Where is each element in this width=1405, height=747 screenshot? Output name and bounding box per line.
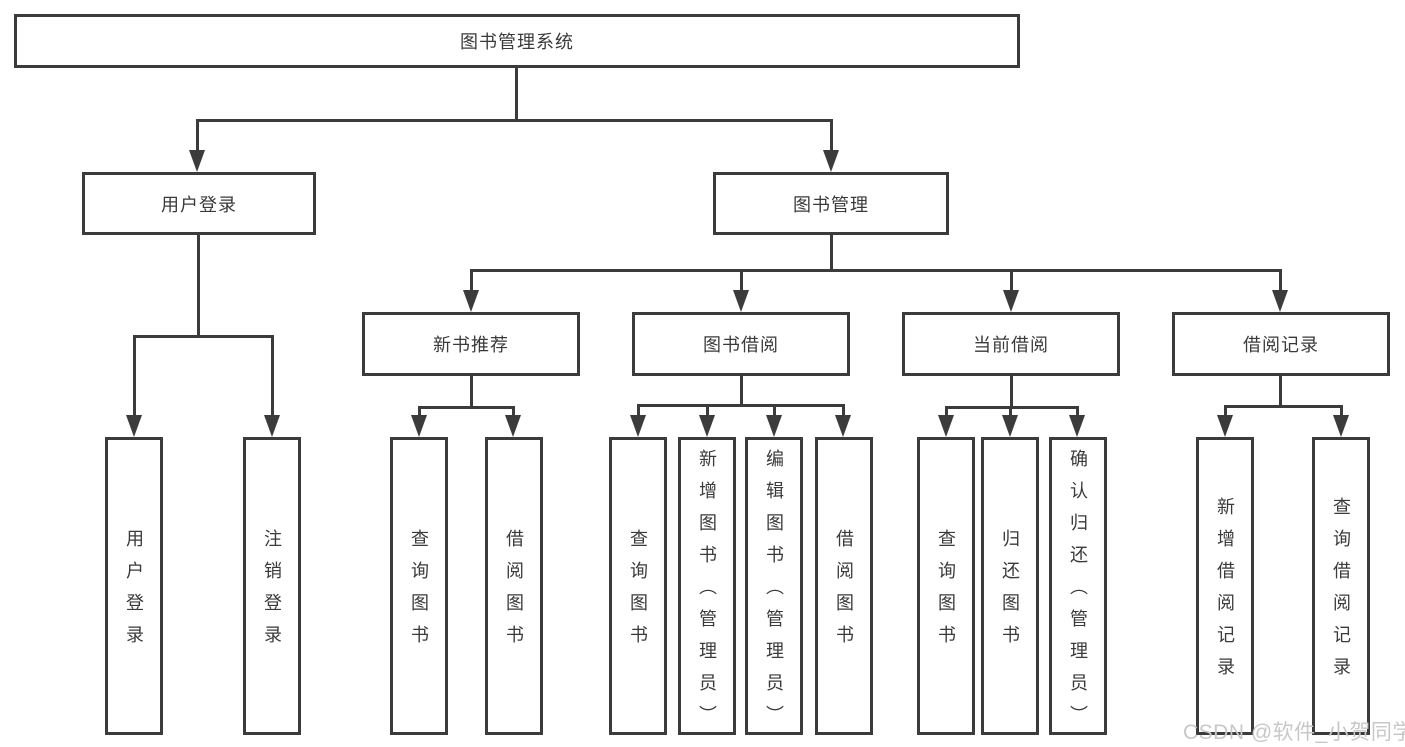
leaf-edit-book-admin: 编辑图书（管理员） (745, 437, 803, 737)
connector-records-bus (1224, 405, 1342, 408)
node-label: 图书管理系统 (460, 32, 574, 52)
leaf-confirm-return-admin: 确认归还（管理员） (1049, 437, 1107, 737)
leaf-query-borrow-record: 查询借阅记录 (1312, 437, 1370, 735)
leaf-query-books-current: 查询图书 (917, 437, 975, 735)
leaf-label: 新增借阅记录 (1215, 497, 1235, 689)
leaf-label: 查询图书 (936, 529, 956, 657)
connector-l3-stem (1010, 269, 1013, 292)
connector-book-mgmt-down (830, 235, 833, 271)
connector-l3-stem (470, 269, 473, 292)
connector-borrowing-bus (637, 404, 845, 407)
csdn-watermark: CSDN @软件_小贺同学 (1183, 721, 1405, 744)
leaf-logout: 注销登录 (243, 437, 301, 735)
leaf-label: 编辑图书（管理员） (764, 449, 784, 737)
down-arrowhead (733, 290, 749, 312)
connector-recommend-bus (418, 406, 515, 409)
leaf-query-books-borrowing: 查询图书 (609, 437, 667, 735)
node-current-borrowing: 当前借阅 (902, 312, 1120, 376)
connector-leaf-stem (1076, 406, 1079, 416)
leaf-borrow-book-recommend: 借阅图书 (485, 437, 543, 735)
connector-l3-stem (1279, 269, 1282, 292)
connector-user-login-down (197, 235, 200, 337)
down-arrowhead (126, 415, 142, 437)
connector-leaf-stem (271, 335, 274, 415)
node-borrowing-records: 借阅记录 (1172, 312, 1390, 376)
node-library-management-system: 图书管理系统 (14, 14, 1020, 68)
down-arrowhead (1217, 415, 1233, 437)
connector-book-mgmt-bus (470, 269, 1282, 272)
leaf-label: 注销登录 (262, 529, 282, 657)
leaf-user-login: 用户登录 (105, 437, 163, 735)
leaf-label: 借阅图书 (504, 529, 524, 657)
connector-leaf-stem (637, 404, 640, 416)
connector-leaf-stem (133, 335, 136, 415)
down-arrowhead (1069, 415, 1085, 437)
down-arrowhead (1002, 415, 1018, 437)
down-arrowhead (411, 415, 427, 437)
node-book-management: 图书管理 (713, 172, 949, 235)
connector-book-mgmt-stem (830, 119, 833, 150)
node-label: 新书推荐 (433, 335, 509, 355)
connector-recommend-down (470, 376, 473, 409)
connector-current-bus (945, 406, 1079, 409)
down-arrowhead (505, 415, 521, 437)
connector-leaf-stem (773, 404, 776, 416)
connector-user-login-bus (133, 335, 274, 338)
node-label: 图书管理 (793, 194, 869, 215)
leaf-add-borrow-record: 新增借阅记录 (1196, 437, 1254, 735)
leaf-label: 查询图书 (409, 529, 429, 657)
down-arrowhead (699, 415, 715, 437)
node-user-login: 用户登录 (82, 172, 316, 235)
connector-borrowing-down (740, 376, 743, 407)
down-arrowhead (1333, 415, 1349, 437)
node-label: 借阅记录 (1243, 335, 1319, 355)
leaf-label: 查询图书 (628, 529, 648, 657)
down-arrowhead (938, 415, 954, 437)
leaf-label: 归还图书 (1000, 529, 1020, 657)
leaf-add-book-admin: 新增图书（管理员） (678, 437, 736, 737)
down-arrowhead (1272, 290, 1288, 312)
down-arrowhead (189, 150, 205, 172)
down-arrowhead (766, 415, 782, 437)
connector-leaf-stem (706, 404, 709, 416)
down-arrowhead (264, 415, 280, 437)
leaf-return-book: 归还图书 (981, 437, 1039, 735)
leaf-label: 新增图书（管理员） (697, 449, 717, 737)
leaf-query-books-recommend: 查询图书 (390, 437, 448, 735)
node-label: 当前借阅 (973, 335, 1049, 355)
node-book-borrowing: 图书借阅 (632, 312, 850, 376)
connector-leaf-stem (945, 406, 948, 416)
connector-current-down (1010, 376, 1013, 409)
down-arrowhead (823, 150, 839, 172)
connector-leaf-stem (842, 404, 845, 416)
connector-leaf-stem (1224, 405, 1227, 416)
connector-leaf-stem (1340, 405, 1343, 416)
down-arrowhead (835, 415, 851, 437)
leaf-label: 查询借阅记录 (1331, 497, 1351, 689)
down-arrowhead (630, 415, 646, 437)
connector-leaf-stem (512, 406, 515, 416)
connector-records-down (1279, 376, 1282, 408)
down-arrowhead (463, 290, 479, 312)
connector-root-stem (515, 68, 518, 119)
connector-user-login-stem (196, 119, 199, 150)
connector-leaf-stem (418, 406, 421, 416)
connector-leaf-stem (1009, 406, 1012, 416)
leaf-label: 用户登录 (124, 529, 144, 657)
leaf-label: 借阅图书 (834, 529, 854, 657)
node-label: 用户登录 (161, 194, 237, 215)
connector-l3-stem (740, 269, 743, 292)
down-arrowhead (1003, 290, 1019, 312)
leaf-label: 确认归还（管理员） (1068, 449, 1088, 737)
node-new-book-recommend: 新书推荐 (362, 312, 580, 376)
leaf-borrow-book: 借阅图书 (815, 437, 873, 735)
node-label: 图书借阅 (703, 335, 779, 355)
connector-root-bus (196, 119, 832, 122)
